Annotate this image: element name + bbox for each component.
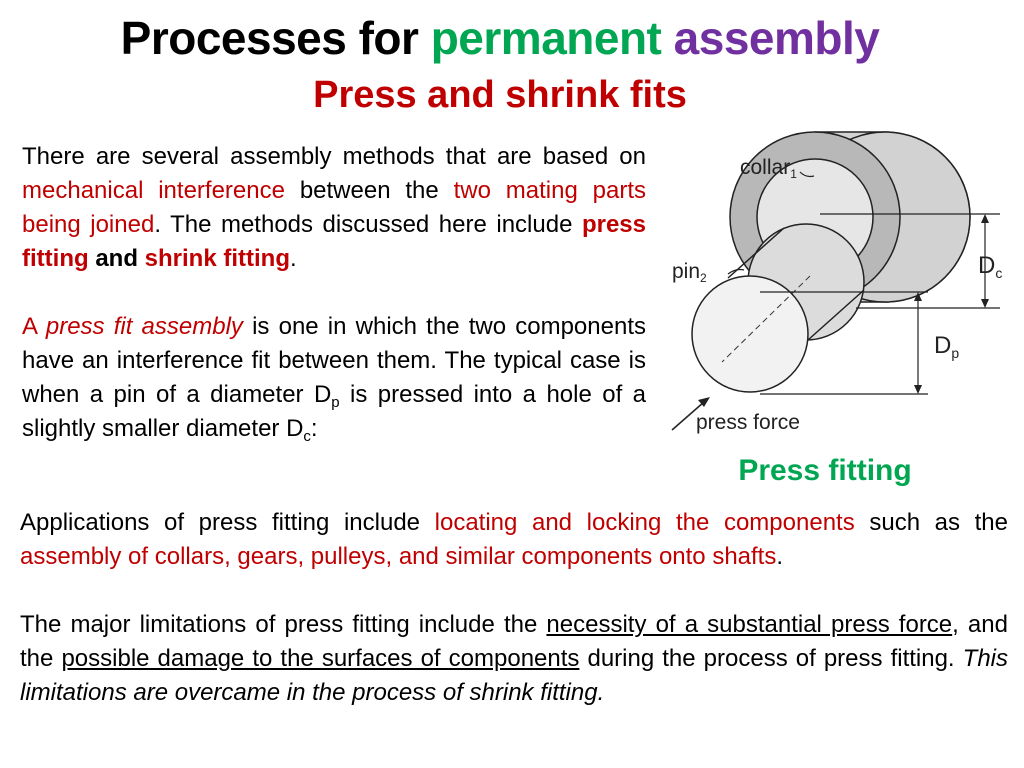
intro-text-4: two mating parts being joined xyxy=(22,177,646,238)
press-force-arrow xyxy=(671,401,705,431)
intro-text-1: There are several assembly methods that … xyxy=(22,143,646,170)
limitations-text-4: possible damage to the surfaces of compo… xyxy=(61,645,580,672)
page-subtitle: Press and shrink fits xyxy=(313,74,687,116)
pressfit-text-2: press fit assembly xyxy=(45,313,243,340)
pressfit-text-5: : xyxy=(310,415,318,442)
intro-text-9: . xyxy=(289,245,297,272)
intro-text-5: . The methods discussed here include xyxy=(154,211,573,238)
intro-text-2: mechanical interference xyxy=(22,177,285,204)
figure-caption: Press fitting xyxy=(738,454,912,487)
limitations-paragraph: The major limitations of press fitting i… xyxy=(20,608,1008,710)
intro-text-3: between the xyxy=(299,177,439,204)
pressfit-text-3: is one in which the two components have … xyxy=(22,313,646,408)
pin-leader xyxy=(727,268,745,275)
press-fitting-diagram: collar1 pin2 Dc Dp press force xyxy=(671,131,1002,434)
title-part-1: Processes for xyxy=(120,12,419,64)
limitations-text-2: necessity of a substantial press force xyxy=(546,611,953,638)
page-title: Processes for permanent assembly xyxy=(0,10,1000,66)
limitations-text-3: , and the xyxy=(20,611,1008,672)
pin-label: pin2 xyxy=(672,260,707,285)
intro-paragraph: There are several assembly methods that … xyxy=(22,140,646,276)
pressfit-text-4: is pressed into a hole of a slightly sma… xyxy=(22,381,647,442)
pressfit-sub-c: c xyxy=(303,428,311,445)
limitations-text-6: This limitations are overcame in the pro… xyxy=(20,645,1009,706)
pin-edge-bottom xyxy=(807,289,865,341)
applications-text-5: . xyxy=(776,543,784,570)
limitations-text-1: The major limitations of press fitting i… xyxy=(20,611,538,638)
limitations-text-5: during the process of press fitting. xyxy=(587,645,955,672)
press-force-label: press force xyxy=(696,411,800,434)
collar-label: collar1 xyxy=(740,156,797,181)
dp-label: Dp xyxy=(934,332,959,361)
intro-text-6: press fitting xyxy=(22,211,646,272)
applications-text-2: locating and locking the components xyxy=(434,509,855,536)
pressfit-sub-p: p xyxy=(331,394,340,411)
press-force-arrowhead xyxy=(698,397,710,407)
title-part-3: assembly xyxy=(673,12,880,64)
applications-text-3: such as the xyxy=(869,509,1008,536)
press-fit-paragraph: A press fit assembly is one in which the… xyxy=(22,310,646,446)
intro-text-8: shrink fitting xyxy=(144,245,290,272)
title-part-2: permanent xyxy=(430,12,662,64)
collar-leader xyxy=(799,171,815,178)
pin-axis xyxy=(721,275,811,363)
applications-text-1: Applications of press fitting include xyxy=(20,509,421,536)
applications-text-4: assembly of collars, gears, pulleys, and… xyxy=(20,543,777,570)
dc-label: Dc xyxy=(978,252,1002,281)
intro-text-7: and xyxy=(95,245,138,272)
applications-paragraph: Applications of press fitting include lo… xyxy=(20,506,1008,574)
pressfit-text-1: A xyxy=(22,313,37,340)
